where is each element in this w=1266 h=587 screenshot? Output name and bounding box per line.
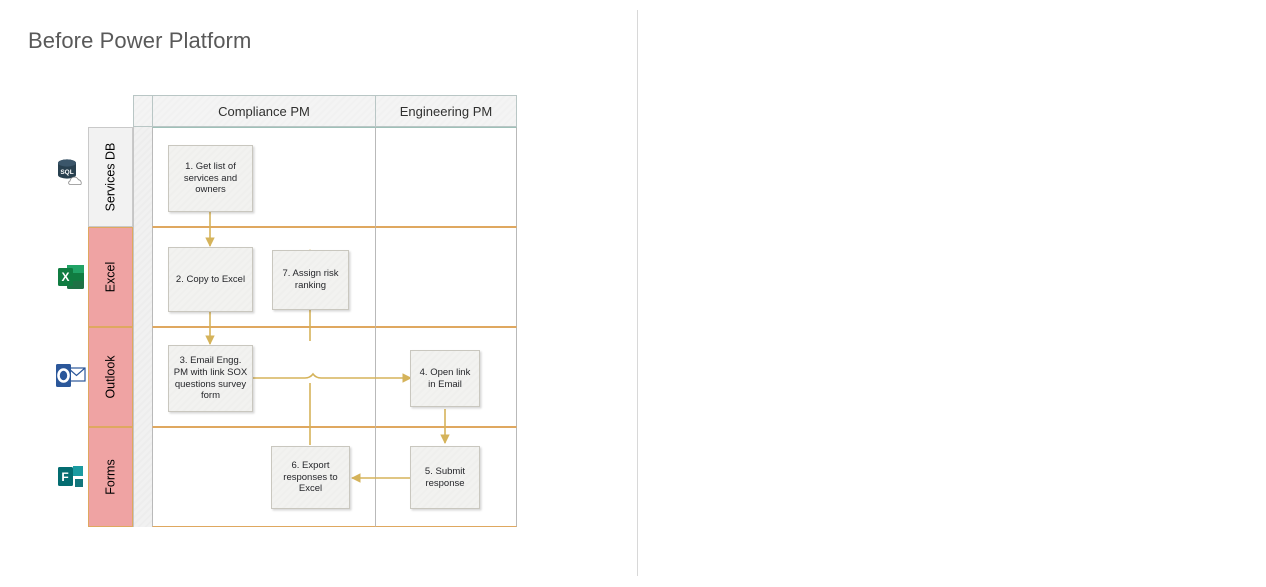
before-header-spacer xyxy=(133,95,153,127)
before-step-1-label: 1. Get list of services and owners xyxy=(183,160,238,196)
before-cell-excel-engineering xyxy=(375,227,517,327)
excel-icon: X xyxy=(56,262,86,292)
forms-icon: F xyxy=(56,462,88,492)
before-step-3-label: 3. Email Engg. PM with link SOX question… xyxy=(173,354,248,402)
before-lane-excel: Excel xyxy=(88,227,133,327)
before-lane-outlook: Outlook xyxy=(88,327,133,427)
before-header-compliance-pm-label: Compliance PM xyxy=(218,103,310,119)
before-step-1[interactable]: 1. Get list of services and owners xyxy=(168,145,253,212)
before-lane-services-db-label: Services DB xyxy=(103,142,118,212)
before-step-6[interactable]: 6. Export responses to Excel xyxy=(271,446,350,509)
before-header-engineering-pm: Engineering PM xyxy=(375,95,517,127)
before-lane-services-db: Services DB xyxy=(88,127,133,227)
page-title-before: Before Power Platform xyxy=(28,28,252,53)
before-step-4[interactable]: 4. Open link in Email xyxy=(410,350,480,407)
before-step-7[interactable]: 7. Assign risk ranking xyxy=(272,250,349,310)
svg-text:F: F xyxy=(61,470,68,484)
before-step-2[interactable]: 2. Copy to Excel xyxy=(168,247,253,312)
before-lane-forms-label: Forms xyxy=(103,459,118,495)
before-header-engineering-pm-label: Engineering PM xyxy=(399,103,493,119)
outlook-icon xyxy=(54,362,88,390)
panel-after-power-platform: After Power Platform Automation Complian… xyxy=(640,0,1266,587)
after-connectors xyxy=(640,0,1266,587)
before-step-3[interactable]: 3. Email Engg. PM with link SOX question… xyxy=(168,345,253,412)
before-step-6-label: 6. Export responses to Excel xyxy=(283,459,338,495)
panel-divider xyxy=(637,10,638,576)
before-lane-forms: Forms xyxy=(88,427,133,527)
before-header-compliance-pm: Compliance PM xyxy=(152,95,376,127)
before-step-5[interactable]: 5. Submit response xyxy=(410,446,480,509)
azure-sql-database-icon: SQL xyxy=(54,157,88,187)
svg-text:SQL: SQL xyxy=(60,169,73,176)
before-cell-services-engineering xyxy=(375,127,517,227)
before-lane-outlook-label: Outlook xyxy=(103,355,118,399)
before-step-7-label: 7. Assign risk ranking xyxy=(282,268,339,291)
svg-text:X: X xyxy=(61,270,69,284)
before-step-5-label: 5. Submit response xyxy=(424,465,466,489)
panel-before-power-platform: Before Power Platform Compliance PM Engi… xyxy=(28,28,517,527)
before-lane-excel-label: Excel xyxy=(103,261,118,293)
before-step-2-label: 2. Copy to Excel xyxy=(175,273,246,285)
before-gutter xyxy=(133,127,153,527)
before-step-4-label: 4. Open link in Email xyxy=(419,366,471,390)
